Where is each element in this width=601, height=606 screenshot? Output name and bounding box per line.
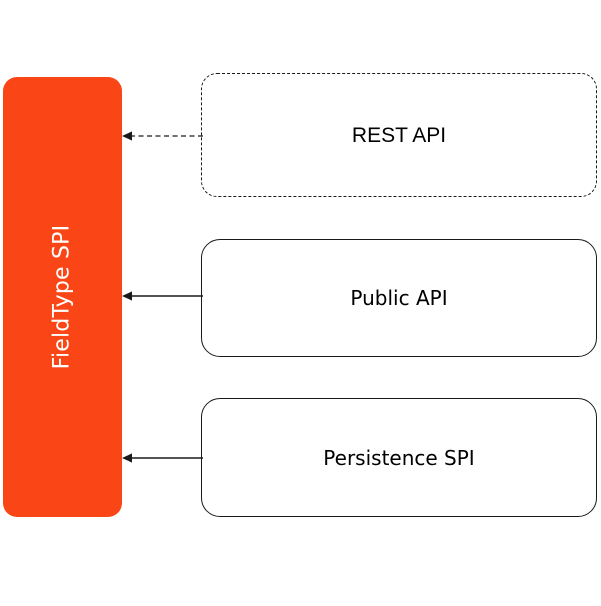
fieldtype-spi-block[interactable]: FieldType SPI [3, 77, 122, 517]
public-api-box[interactable]: Public API [201, 239, 597, 357]
connector-persistence-spi-to-fieldtype-spi [118, 448, 203, 468]
persistence-spi-box[interactable]: Persistence SPI [201, 398, 597, 517]
rest-api-label: REST API [351, 123, 447, 147]
arrowhead-left-icon [122, 291, 132, 301]
arrowhead-left-icon [122, 131, 132, 141]
arrowhead-left-icon [122, 453, 132, 463]
rest-api-box[interactable]: REST API [201, 73, 597, 197]
fieldtype-spi-label: FieldType SPI [49, 224, 75, 370]
connector-rest-api-to-fieldtype-spi [118, 126, 203, 146]
connector-public-api-to-fieldtype-spi [118, 286, 203, 306]
persistence-spi-label: Persistence SPI [323, 445, 475, 470]
public-api-label: Public API [350, 286, 448, 310]
